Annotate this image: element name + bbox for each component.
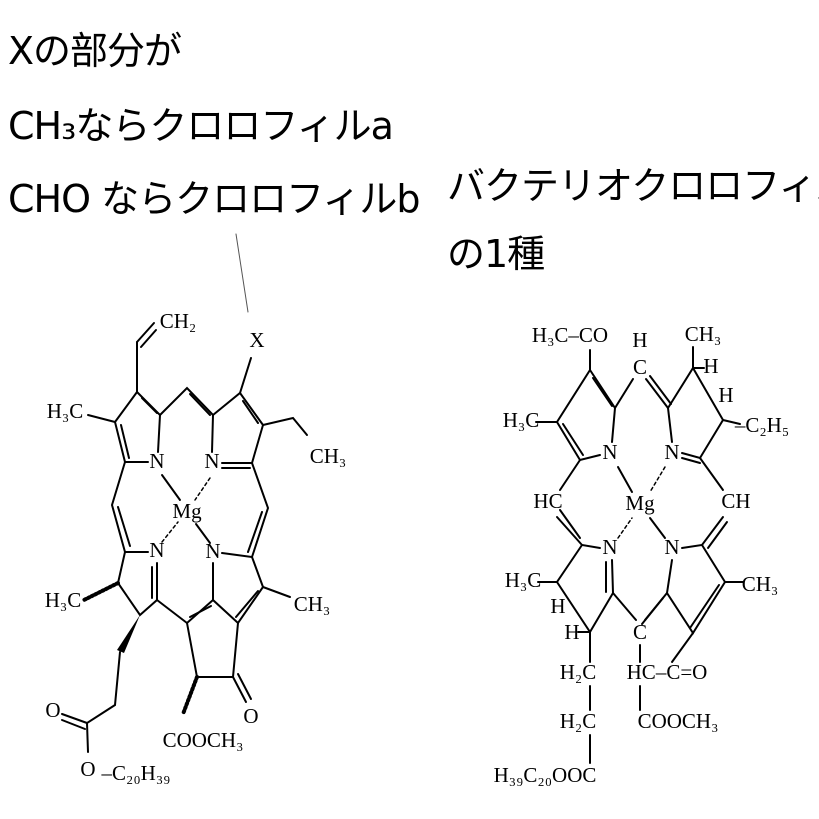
caption-ch3-chlorophyll-a: CH₃ならクロロフィルa [8,104,394,148]
label-hc-co: HC–C=O [627,660,708,684]
label-h2c-2: H₂C [560,709,597,733]
label-h2: H [718,383,733,407]
label-n3: N [602,535,617,559]
label-ester: H₃₉C₂₀OOC [494,763,597,787]
label-ch3-right: CH₃ [294,592,331,616]
label-cooch3: COOCH₃ [163,728,244,752]
label-x: X [249,328,264,352]
label-c-bottom: C [633,620,647,644]
caption-cho-chlorophyll-b: CHO ならクロロフィルb [8,177,420,221]
label-c-top: C [633,355,647,379]
label-ch3-top: CH₃ [685,322,722,346]
label-n3: N [149,538,164,562]
label-o-ester: O [45,698,60,722]
label-h3c-left: H₃C [503,408,540,432]
caption-bacteriochlorophyll: バクテリオクロロフィル [447,164,819,208]
label-n2: N [204,449,219,473]
chlorophyll-structure: CH₂ X H₃C CH₃ N N Mg N N H₃C CH₃ O COOCH… [45,309,347,785]
label-mg: Mg [625,491,655,515]
label-n1: N [149,449,164,473]
label-h1: H [703,354,718,378]
pointer-line [235,233,249,313]
label-n4: N [205,539,220,563]
label-mg: Mg [172,499,202,523]
label-ch2: CH₂ [160,309,197,333]
label-h3: H [550,594,565,618]
label-cooch3: COOCH₃ [638,709,719,733]
label-n4: N [664,535,679,559]
caption-one-kind: の1種 [447,232,545,276]
caption-x-part: Xの部分が [8,29,182,73]
label-o-link: O [80,757,95,781]
label-h3c-co: H₃C–CO [532,323,608,347]
label-h3c-lower: H₃C [505,568,542,592]
label-hc-left: HC [533,489,562,513]
label-h-top: H [632,328,647,352]
label-h3c-top: H₃C [47,399,84,423]
label-h4: H [564,620,579,644]
bacteriochlorophyll-structure: H₃C–CO H C CH₃ H H –C₂H₅ H₃C N N HC CH M… [494,322,790,787]
label-c2h5: –C₂H₅ [734,413,789,437]
label-n2: N [664,440,679,464]
label-ch3-right: CH₃ [742,572,779,596]
label-n1: N [602,440,617,464]
label-ch-right: CH [721,489,750,513]
label-o-ketone: O [243,704,258,728]
label-h2c-1: H₂C [560,660,597,684]
label-c20h39: –C₂₀H₃₉ [101,761,171,785]
label-ch3-ethyl: CH₃ [310,444,347,468]
label-h3c-bottom: H₃C [45,588,82,612]
